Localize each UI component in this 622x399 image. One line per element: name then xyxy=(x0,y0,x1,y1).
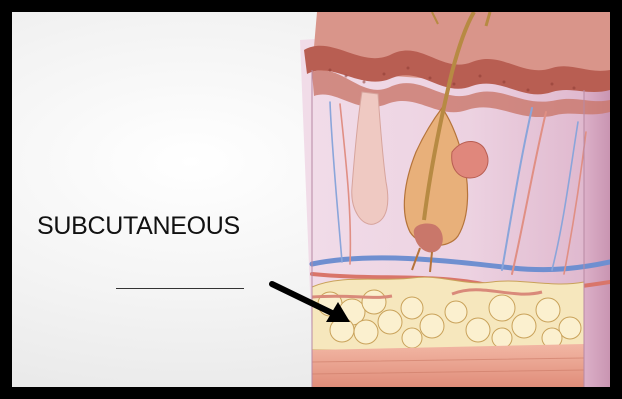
sebaceous-gland xyxy=(452,141,488,178)
arrow-icon xyxy=(268,280,358,330)
term-label: SUBCUTANEOUS xyxy=(37,212,240,241)
skin-cross-section-illustration xyxy=(12,12,610,387)
slide-frame: SUBCUTANEOUS xyxy=(12,12,610,387)
divider-line xyxy=(116,288,244,289)
deep-layer xyxy=(312,344,584,387)
